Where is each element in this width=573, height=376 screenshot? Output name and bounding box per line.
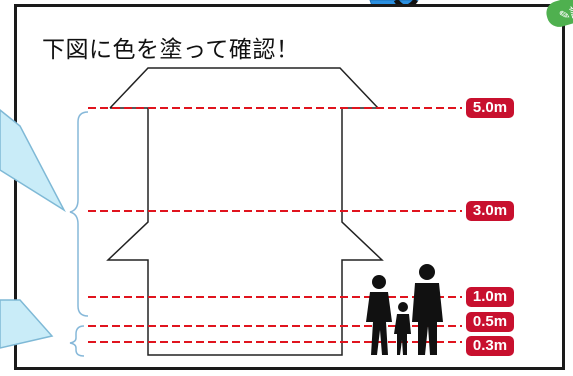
instruction-text: 下図に色を塗って確認！ xyxy=(42,37,300,63)
brace-small xyxy=(69,325,85,357)
level-lines xyxy=(88,107,462,343)
diagram-frame xyxy=(14,4,565,370)
level-badge-05m: 0.5m xyxy=(466,312,514,332)
level-badge-5m: 5.0m xyxy=(466,98,514,118)
level-badge-3m: 3.0m xyxy=(466,201,514,221)
silhouette-family-icon xyxy=(366,264,443,355)
brace-large xyxy=(69,111,89,317)
callout-bubble-upper xyxy=(0,109,66,213)
level-badge-1m: 1.0m xyxy=(466,287,514,307)
callout-bubble-lower xyxy=(0,299,54,349)
house-outline xyxy=(106,67,384,356)
level-badge-03m: 0.3m xyxy=(466,336,514,356)
